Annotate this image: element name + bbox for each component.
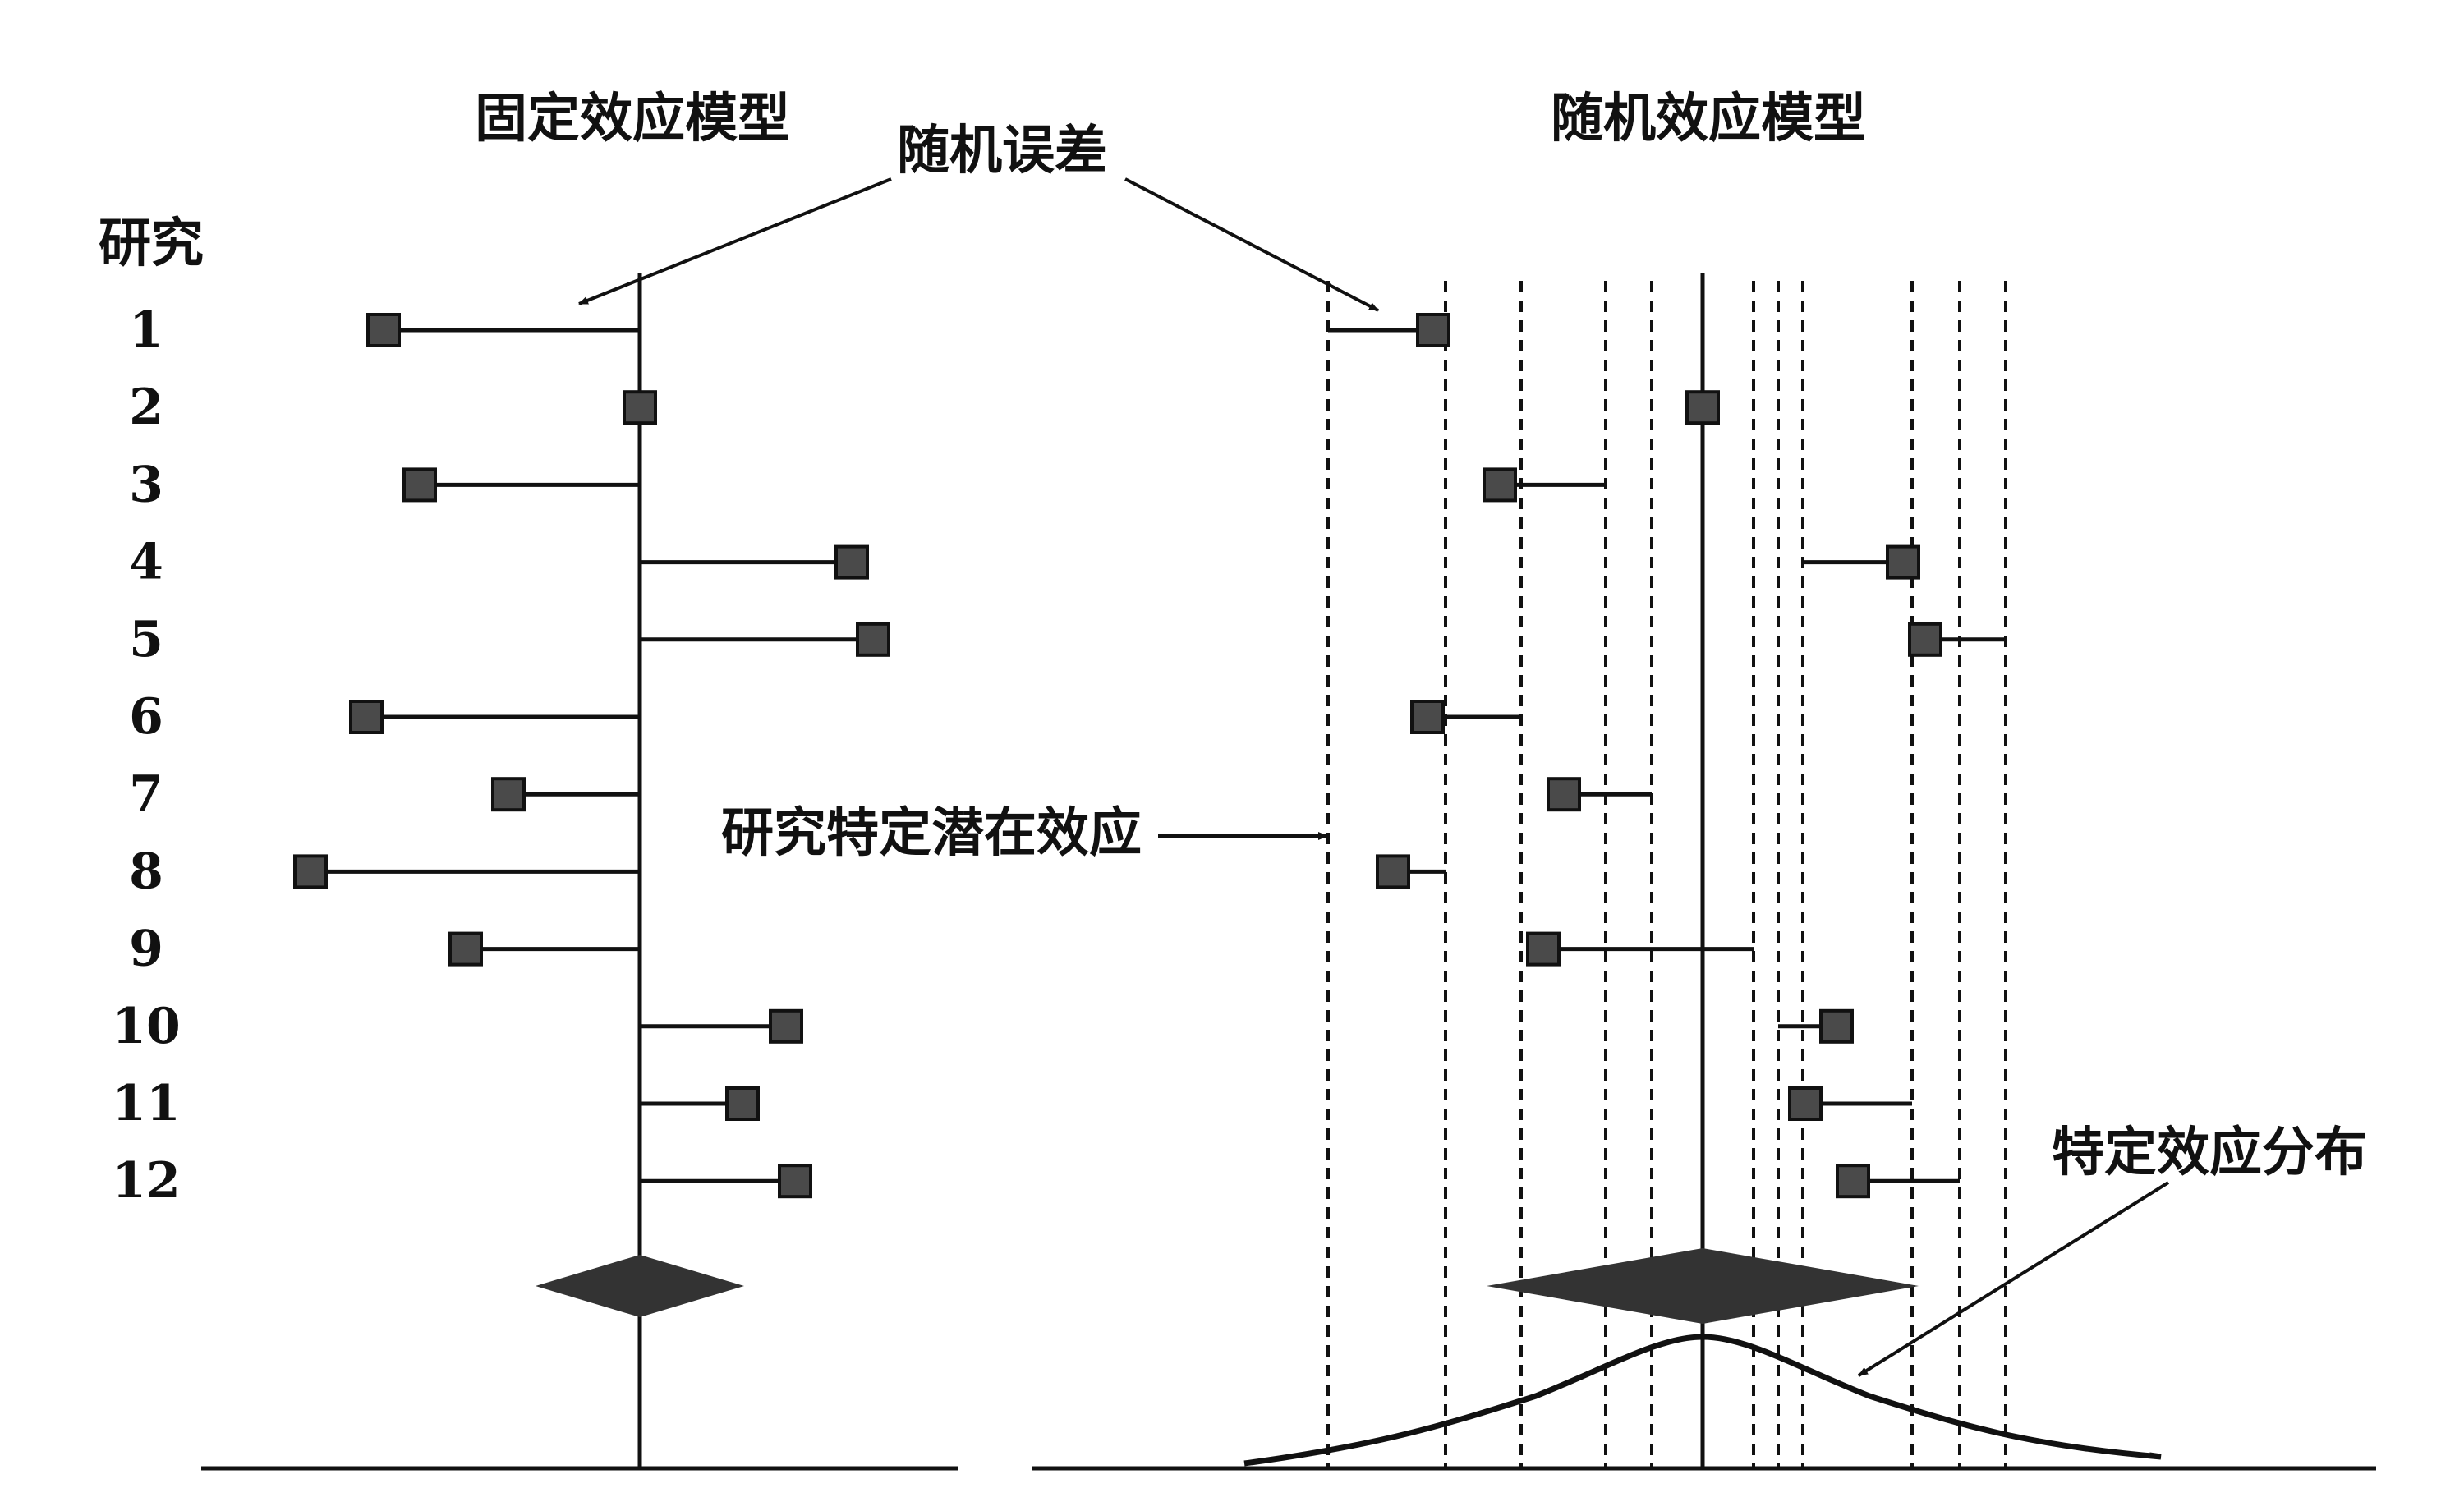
random-study-marker [1547,777,1581,812]
random-study-marker [1788,1086,1823,1121]
fixed-study-marker [856,622,890,657]
random-study-marker [1819,1008,1854,1044]
random-error-arrow-right [1124,177,1379,312]
study-number: 10 [112,998,181,1055]
study-column-header: 研究 [99,213,204,274]
fixed-study-marker [623,390,657,425]
effect-distribution-label: 特定效应分布 [2052,1122,2367,1183]
study-number: 9 [129,921,163,978]
fixed-study-marker [491,777,526,812]
study-number: 2 [129,379,163,436]
random-study-marker [1526,931,1561,967]
random-study-marker [1836,1164,1870,1199]
study-number: 4 [129,534,163,591]
fixed-study-marker [402,467,437,503]
fixed-effect-summary-diamond [536,1255,744,1317]
study-specific-effect-label: 研究特定潜在效应 [721,802,1142,864]
fixed-effect-panel [201,273,958,1471]
random-study-marker [1685,390,1720,425]
fixed-study-marker [725,1086,760,1121]
study-number: 11 [112,1075,181,1132]
study-number: 7 [129,765,163,823]
random-error-label: 随机误差 [897,120,1107,181]
fixed-study-marker [769,1008,803,1044]
study-number: 5 [129,611,163,668]
random-study-marker [1886,544,1920,580]
fixed-effect-studies [293,313,890,1199]
random-error-arrow-left [578,177,892,305]
random-study-marker [1410,700,1445,734]
fixed-study-marker [349,700,384,734]
study-number: 3 [129,456,163,513]
random-study-marker [1483,467,1517,503]
study-number: 8 [129,843,163,900]
fixed-study-marker [834,544,869,580]
random-effect-panel [1032,273,2376,1471]
fixed-effect-title: 固定效应模型 [475,88,790,149]
random-effect-summary-diamond [1487,1248,1919,1324]
study-number: 6 [129,688,163,746]
fixed-study-marker [366,313,401,347]
random-study-marker [1376,854,1410,889]
fixed-study-marker [448,931,483,967]
effect-distribution-arrow [1857,1181,2170,1377]
random-effect-title: 随机效应模型 [1551,88,1866,149]
random-study-marker [1416,313,1450,347]
fixed-study-marker [778,1164,812,1199]
study-number: 1 [129,301,163,359]
study-number: 12 [112,1152,181,1210]
random-study-marker [1908,622,1942,657]
random-effect-studies [1328,313,2006,1199]
effect-distribution-curve [1243,1334,2162,1467]
fixed-study-marker [293,854,328,889]
